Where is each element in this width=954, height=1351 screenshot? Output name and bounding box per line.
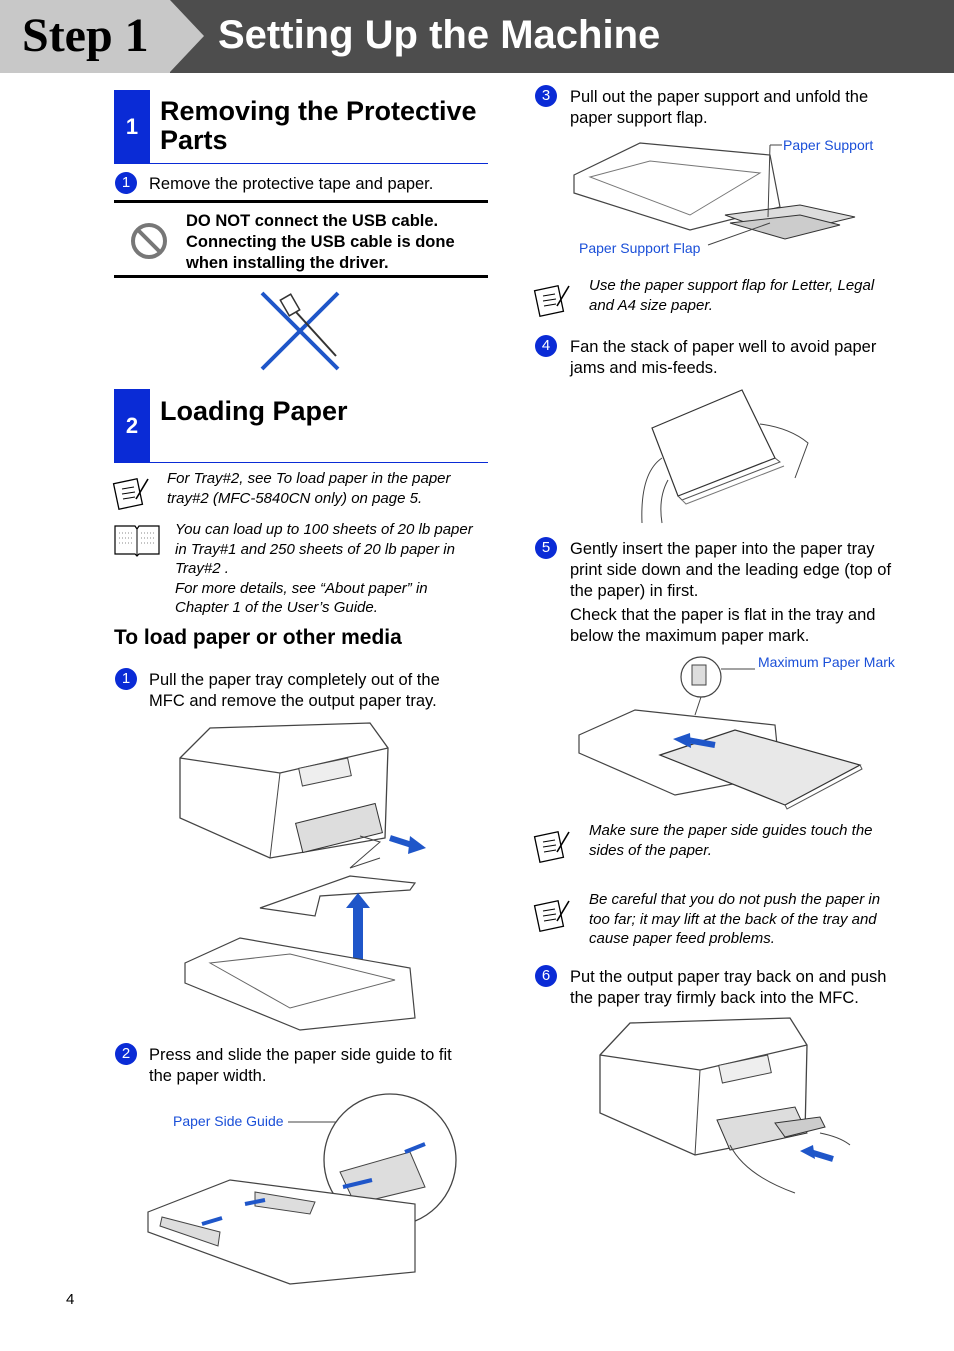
callout-paper-support-flap: Paper Support Flap: [579, 240, 701, 256]
note-pad-icon: [533, 831, 570, 863]
reinsert-tray-illustration: [599, 1017, 851, 1194]
note-line: Use the paper support flap for Letter, L…: [589, 277, 875, 294]
page-title: Setting Up the Machine: [218, 13, 661, 57]
step-line: Press and slide the paper side guide to …: [149, 1046, 452, 1064]
step-text: Pull out the paper support and unfold th…: [570, 87, 868, 129]
step-bullet: 4: [535, 335, 557, 357]
section-number-2: 2: [114, 389, 150, 462]
page-number: 4: [66, 1291, 75, 1308]
step-bullet: 6: [535, 965, 557, 987]
note-tray2: For Tray#2, see To load paper in the pap…: [167, 469, 451, 508]
step-line: jams and mis-feeds.: [570, 359, 718, 377]
note-pad-icon: [112, 478, 149, 510]
callout-paper-side-guide: Paper Side Guide: [173, 1113, 284, 1129]
step-line: the paper tray firmly back into the MFC.: [570, 989, 859, 1007]
step-tab-arrow: [170, 0, 204, 72]
warning-rule-bottom: [114, 275, 488, 278]
note-pad-icon: [533, 285, 570, 317]
section-rule: [114, 462, 488, 463]
step-bullet: 2: [115, 1043, 137, 1065]
machine-tray-illustration: [179, 722, 426, 1031]
callout-paper-support: Paper Support: [783, 137, 874, 153]
step-text: Press and slide the paper side guide to …: [149, 1045, 452, 1087]
step-line: the paper width.: [149, 1067, 267, 1085]
section-number-1: 1: [114, 90, 150, 163]
note-line: and A4 size paper.: [589, 296, 713, 314]
prohibited-icon: [131, 223, 167, 259]
step-line: Check that the paper is flat in the tray…: [570, 606, 876, 624]
note-line: You can load up to 100 sheets of 20 lb p…: [175, 521, 473, 538]
note-line: Tray#2 .: [175, 560, 229, 577]
step-text: Fan the stack of paper well to avoid pap…: [570, 337, 876, 379]
step-text: Pull the paper tray completely out of th…: [149, 670, 440, 712]
step-tab: [0, 0, 170, 73]
warning-line: Connecting the USB cable is done: [186, 233, 455, 251]
note-line: too far; it may lift at the back of the …: [589, 910, 877, 928]
note-line: For Tray#2, see To load paper in the pap…: [167, 470, 451, 487]
note-line: Be careful that you do not push the pape…: [589, 891, 881, 908]
fan-paper-illustration: [641, 389, 809, 524]
step-bullet: 1: [115, 172, 137, 194]
section-title-line: Parts: [160, 125, 228, 155]
note-pad-icon: [533, 900, 570, 932]
note-support-flap: Use the paper support flap for Letter, L…: [589, 276, 874, 315]
note-careful: Be careful that you do not push the pape…: [589, 890, 880, 949]
warning-rule-top: [114, 200, 488, 203]
step-line: below the maximum paper mark.: [570, 627, 810, 645]
step-line: print side down and the leading edge (to…: [570, 561, 892, 579]
step-line: Gently insert the paper into the paper t…: [570, 540, 875, 558]
step-line: Put the output paper tray back on and pu…: [570, 968, 887, 986]
step-text: Remove the protective tape and paper.: [149, 175, 434, 193]
step-label: Step 1: [22, 9, 149, 62]
callout-max-paper-mark: Maximum Paper Mark: [758, 654, 895, 670]
note-line: For more details, see “About paper” in: [175, 579, 428, 597]
note-line: Make sure the paper side guides touch th…: [589, 822, 873, 839]
step-line: Pull out the paper support and unfold th…: [570, 88, 869, 106]
note-line: tray#2 (MFC-5840CN only) on page 5.: [167, 489, 423, 507]
paper-support-illustration: [573, 142, 856, 246]
note-line: cause paper feed problems.: [589, 930, 775, 947]
warning-line: when installing the driver.: [186, 254, 389, 272]
section-title-1: Removing the Protective Parts: [160, 97, 477, 155]
section-title-2: Loading Paper: [160, 396, 348, 426]
note-capacity: You can load up to 100 sheets of 20 lb p…: [175, 520, 473, 618]
note-line: in Tray#1 and 250 sheets of 20 lb paper …: [175, 540, 455, 558]
no-usb-cable-icon: [260, 291, 340, 371]
warning-line: DO NOT connect the USB cable.: [186, 212, 439, 230]
section-title-line: Removing the Protective: [160, 96, 477, 126]
section-rule: [114, 163, 488, 164]
step-line: Fan the stack of paper well to avoid pap…: [570, 338, 877, 356]
step-text: Put the output paper tray back on and pu…: [570, 967, 886, 1009]
step-bullet: 3: [535, 85, 557, 107]
step-text: Gently insert the paper into the paper t…: [570, 539, 891, 647]
book-icon: [114, 525, 160, 557]
step-line: the paper) in first.: [570, 582, 699, 600]
subheading: To load paper or other media: [114, 626, 402, 649]
warning-text: DO NOT connect the USB cable. Connecting…: [186, 211, 455, 274]
step-line: Pull the paper tray completely out of th…: [149, 671, 440, 689]
step-bullet: 5: [535, 537, 557, 559]
note-side-guides: Make sure the paper side guides touch th…: [589, 821, 873, 860]
note-line: sides of the paper.: [589, 841, 712, 859]
step-line: MFC and remove the output paper tray.: [149, 692, 437, 710]
insert-paper-illustration: [578, 656, 863, 810]
side-guide-illustration: [147, 1093, 457, 1285]
note-line: Chapter 1 of the User’s Guide.: [175, 599, 378, 616]
step-line: paper support flap.: [570, 109, 708, 127]
step-bullet: 1: [115, 668, 137, 690]
